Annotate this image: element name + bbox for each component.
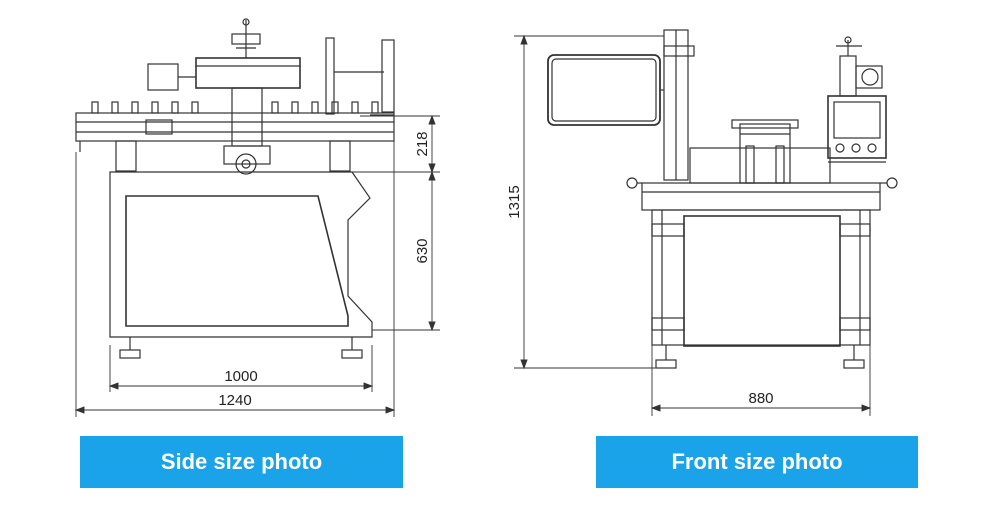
side-dimension-lines	[74, 114, 440, 417]
side-view-machine	[75, 18, 395, 359]
side-gear	[235, 153, 257, 175]
side-rollers	[91, 101, 379, 114]
side-cabinet	[109, 171, 373, 338]
side-label-head	[195, 57, 301, 89]
dim-880-label: 880	[748, 390, 773, 407]
front-table-top	[641, 182, 881, 211]
side-feet	[119, 337, 363, 359]
front-view-machine	[547, 29, 898, 369]
dim-1000-label: 1000	[224, 368, 257, 385]
front-control-box	[827, 95, 887, 159]
front-caption: Front size photo	[596, 436, 918, 488]
side-column	[231, 87, 263, 147]
side-conveyor	[75, 112, 395, 142]
front-feet	[655, 345, 865, 369]
dim-630-label: 630	[414, 238, 431, 263]
front-display-panel	[547, 54, 661, 126]
side-caption: Side size photo	[80, 436, 403, 488]
front-dimension-lines	[514, 34, 872, 416]
dim-1315-label: 1315	[506, 185, 523, 218]
side-cabinet-window	[125, 195, 349, 327]
dim-218-label: 218	[414, 131, 431, 156]
dim-1240-label: 1240	[218, 392, 251, 409]
